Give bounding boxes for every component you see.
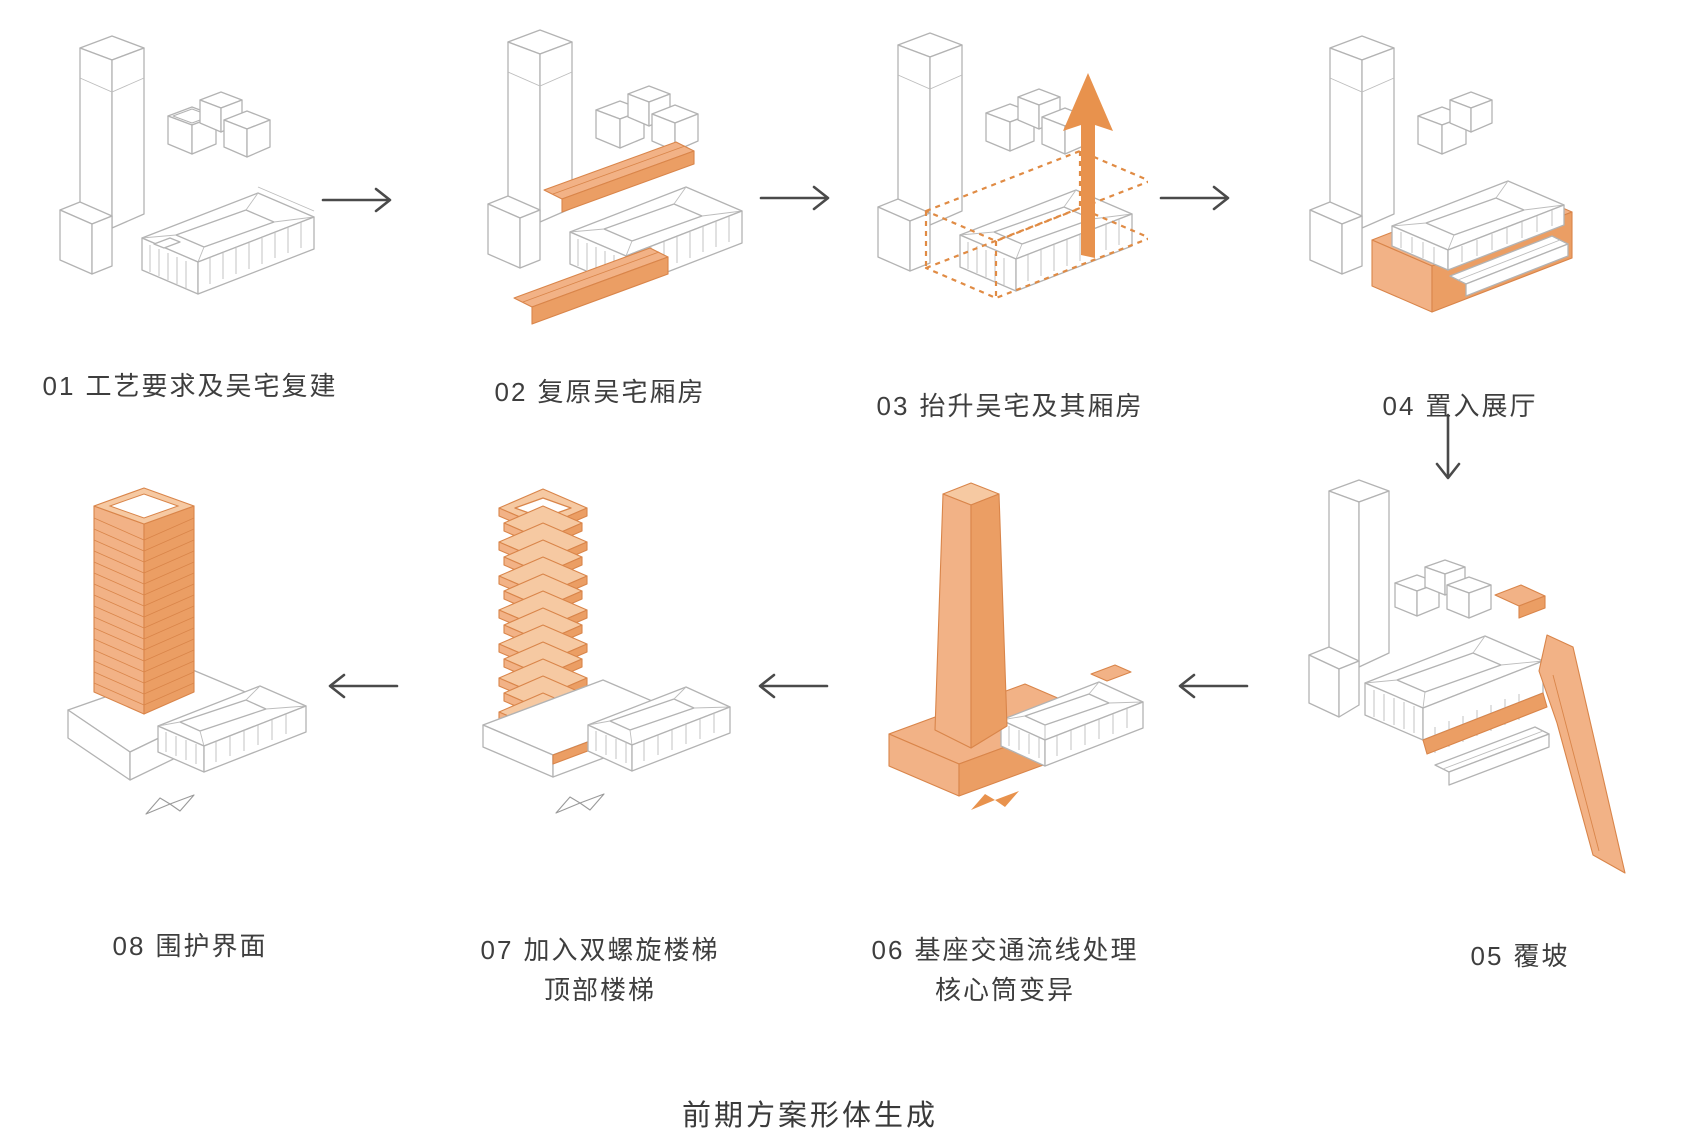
step-number: 06 [871,935,905,965]
step-number: 01 [42,371,76,401]
step-title: 工艺要求及吴宅复建 [85,371,338,401]
room-boxes-wireframe [1417,91,1493,155]
arrow-right-icon [321,187,392,213]
arrow-right-icon [759,185,830,211]
stair-x-icon [971,791,1019,810]
step-title: 基座交通流线处理 [914,935,1139,965]
step-08-illustration [67,487,307,815]
slope-highlight [1538,634,1626,874]
step-title: 复原吴宅厢房 [537,377,706,407]
step-title: 围护界面 [155,931,268,961]
step-07-panel [428,455,738,880]
arrow-right-icon [1159,185,1230,211]
step-06-label: 06 基座交通流线处理 核心筒变异 [835,930,1175,1011]
flow-arrow-2-3 [758,180,838,221]
step-label-line1: 07 加入双螺旋楼梯 [435,930,765,970]
arrow-down-icon [1435,413,1461,480]
step-04-panel [1300,18,1580,358]
flow-arrow-6-7 [750,668,830,709]
step-04-illustration [1309,35,1573,313]
step-01-panel [50,18,320,358]
step-title: 置入展厅 [1425,391,1538,421]
flow-arrow-4-5 [1430,412,1466,493]
arrow-left-icon [328,673,399,699]
room-boxes-wireframe [167,91,271,158]
step-05-illustration [1308,479,1626,874]
flow-arrow-7-8 [320,668,400,709]
flow-arrow-5-6 [1170,668,1250,709]
stair-x-icon [145,794,195,815]
step-title: 覆坡 [1513,941,1570,971]
step-02-label: 02 复原吴宅厢房 [450,372,750,412]
courtyard-house-wireframe [1391,180,1565,271]
step-02-illustration [487,29,743,325]
step-number: 08 [112,931,146,961]
tower-wireframe [1308,479,1390,718]
flow-arrow-3-4 [1158,180,1238,221]
step-05-label: 05 覆坡 [1400,936,1640,976]
arrow-left-icon [758,673,829,699]
striped-enclosure-tower-highlight [93,487,195,715]
step-01-label: 01 工艺要求及吴宅复建 [30,366,350,406]
step-06-illustration [888,482,1144,810]
flow-arrow-1-2 [320,182,400,223]
step-02-panel [478,12,758,362]
step-number: 04 [1382,391,1416,421]
front-hall-wireframe [1434,726,1550,786]
step-title: 加入双螺旋楼梯 [523,935,720,965]
step-06-panel [845,468,1145,873]
step-label-line2: 顶部楼梯 [543,975,656,1006]
step-number: 02 [494,377,528,407]
courtyard-house-wireframe [587,686,731,772]
step-number: 05 [1470,941,1504,971]
courtyard-house-wireframe [959,189,1133,292]
step-07-label: 07 加入双螺旋楼梯 顶部楼梯 [435,930,765,1011]
room-boxes-wireframe [595,85,699,152]
arrow-left-icon [1178,673,1249,699]
stair-x-icon [555,793,605,814]
step-04-label: 04 置入展厅 [1325,386,1595,426]
room-boxes-wireframe [985,88,1089,155]
tower-wireframe [877,32,963,272]
room-boxes-wireframe [1394,559,1492,619]
front-hall-wireframe [1449,235,1569,297]
restored-wing-lower-highlight [513,247,669,325]
diagram-title: 前期方案形体生成 [681,1100,938,1132]
step-03-panel [868,15,1152,370]
step-title: 抬升吴宅及其厢房 [919,391,1144,421]
step-05-panel [1295,475,1635,910]
tower-wireframe [1309,35,1395,275]
core-tower-highlight [934,482,1008,749]
step-07-illustration [482,488,731,814]
tower-wireframe [487,29,573,269]
step-03-label: 03 抬升吴宅及其厢房 [845,386,1175,426]
tower-wireframe [59,35,145,275]
step-label-line1: 06 基座交通流线处理 [835,930,1175,970]
step-label-line2: 核心筒变异 [934,975,1075,1006]
base-strip-highlight [1422,692,1548,755]
slope-top-wedge-highlight [1494,584,1546,619]
step-number: 07 [480,935,514,965]
step-08-panel [38,460,328,880]
step-08-label: 08 围护界面 [55,926,325,966]
step-01-illustration [59,35,315,295]
step-number: 03 [876,391,910,421]
courtyard-house-wireframe [141,186,315,295]
courtyard-house-wireframe [1000,664,1144,767]
courtyard-house-wireframe [157,685,307,773]
restored-wing-upper-highlight [543,141,695,213]
arrow-up-icon [1063,73,1113,258]
step-03-illustration [877,32,1152,300]
